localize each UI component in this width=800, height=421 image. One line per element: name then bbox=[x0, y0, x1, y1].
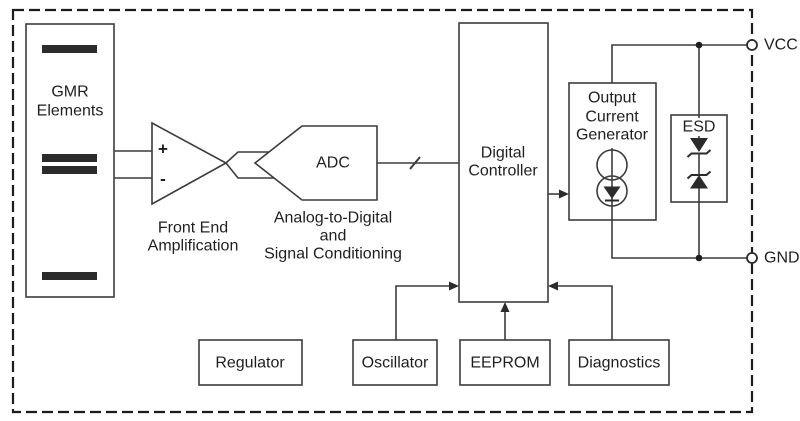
gmr-label-line2: Elements bbox=[37, 103, 104, 120]
opamp-plus-label: + bbox=[158, 140, 168, 159]
wire-vcc-rail bbox=[611, 44, 747, 83]
oscillator-block bbox=[352, 339, 438, 386]
gnd-terminal bbox=[746, 252, 758, 264]
digital-controller-block bbox=[458, 22, 549, 303]
current-source-diode bbox=[603, 186, 621, 199]
current-source-circle-bottom bbox=[596, 175, 628, 207]
chip-boundary bbox=[11, 8, 754, 414]
wire-gnd-rail bbox=[611, 220, 747, 259]
adc-label: ADC bbox=[316, 155, 350, 172]
adc-caption-line2: and bbox=[320, 228, 347, 245]
gmr-element-bar bbox=[42, 154, 97, 162]
arrowhead-into-controller-bottom bbox=[500, 302, 510, 312]
junction-dot-gnd bbox=[695, 254, 703, 262]
oscillator-label: Oscillator bbox=[362, 355, 429, 372]
gmr-element-bar bbox=[42, 272, 97, 280]
gmr-element-bar bbox=[42, 45, 97, 53]
regulator-block bbox=[198, 339, 303, 386]
gnd-label: GND bbox=[764, 250, 800, 267]
wire-amp-to-adc-bottom bbox=[225, 162, 275, 179]
wire-amp-to-adc-top bbox=[225, 151, 271, 164]
digital-controller-label-line2: Controller bbox=[468, 163, 538, 180]
esd-label: ESD bbox=[683, 119, 716, 136]
diagnostics-block bbox=[568, 339, 670, 386]
wire-oscillator-to-controller bbox=[395, 285, 450, 340]
wire-diagnostics-to-controller bbox=[557, 285, 613, 340]
opamp-symbol bbox=[151, 121, 228, 206]
arrowhead-into-controller-right bbox=[548, 281, 558, 291]
vcc-label: VCC bbox=[764, 37, 798, 54]
ocg-label-line2: Current bbox=[585, 109, 639, 126]
digital-controller-label-line1: Digital bbox=[481, 145, 525, 162]
vcc-terminal bbox=[746, 39, 758, 51]
zener-diode-top bbox=[690, 138, 708, 152]
diagnostics-label: Diagnostics bbox=[578, 355, 661, 372]
opamp-minus-label: - bbox=[160, 170, 166, 189]
arrowhead-into-controller-left bbox=[449, 281, 459, 291]
adc-caption-line1: Analog-to-Digital bbox=[274, 210, 392, 227]
regulator-label: Regulator bbox=[215, 355, 285, 372]
eeprom-label: EEPROM bbox=[470, 355, 539, 372]
adc-caption-line3: Signal Conditioning bbox=[264, 246, 402, 263]
zener-diode-bottom bbox=[690, 175, 708, 189]
gmr-element-bar bbox=[42, 166, 97, 174]
current-source-circle-top bbox=[596, 149, 628, 181]
front-end-caption-line2: Amplification bbox=[148, 238, 239, 255]
ocg-label-line1: Output bbox=[588, 90, 637, 107]
esd-label-backing bbox=[683, 118, 716, 136]
eeprom-block bbox=[459, 339, 551, 386]
arrowhead-into-ocg bbox=[559, 189, 569, 199]
gmr-label-line1: GMR bbox=[51, 84, 88, 101]
bus-width-slash bbox=[409, 156, 421, 170]
front-end-caption-line1: Front End bbox=[158, 220, 228, 237]
ocg-label-line3: Generator bbox=[576, 127, 649, 144]
junction-dot-vcc bbox=[695, 41, 703, 49]
